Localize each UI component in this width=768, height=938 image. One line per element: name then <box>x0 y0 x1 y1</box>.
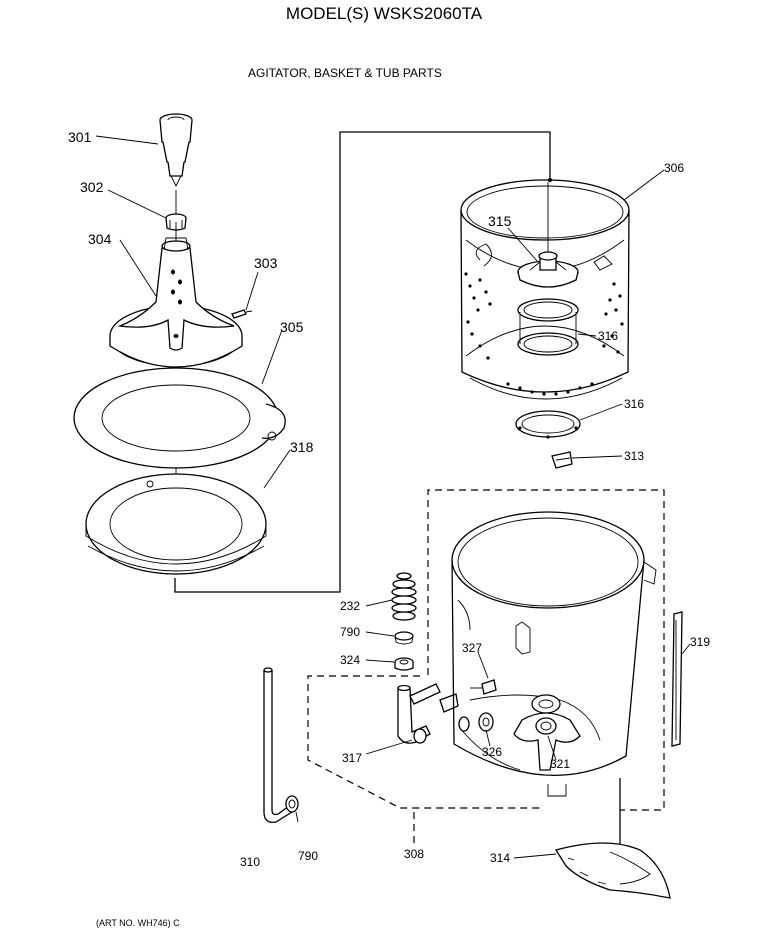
part-318-tub-ring <box>85 473 267 575</box>
part-313-clip <box>551 451 573 469</box>
part-790-washer-upper <box>394 631 414 645</box>
callout-308: 308 <box>404 847 424 861</box>
part-315-basket-hub <box>517 182 579 288</box>
part-314-tub-cover <box>554 842 671 899</box>
part-303-screw <box>231 309 253 319</box>
callout-790-upper: 790 <box>340 625 360 639</box>
model-title: MODEL(S) WSKS2060TA <box>285 4 483 23</box>
part-327-stud <box>470 679 497 695</box>
part-317-hose-elbow <box>397 683 459 744</box>
callout-317: 317 <box>342 751 362 765</box>
callout-326: 326 <box>482 745 502 759</box>
part-302-agitator-dog <box>165 213 187 231</box>
part-310-drain-hose <box>263 667 293 823</box>
callout-304: 304 <box>88 231 112 247</box>
section-title: AGITATOR, BASKET & TUB PARTS <box>248 66 442 80</box>
callout-321: 321 <box>550 757 570 771</box>
part-319-tub-strap <box>671 611 683 747</box>
part-232-bellows-seal <box>391 572 417 621</box>
callout-313: 313 <box>624 449 644 463</box>
part-321-drain-fitting <box>513 694 581 771</box>
callout-314: 314 <box>490 851 510 865</box>
callout-labels: 301 302 304 303 305 318 306 315 316 316 … <box>68 129 710 869</box>
part-305-balance-ring <box>73 367 286 469</box>
art-number: (ART NO. WH746) C <box>96 918 180 928</box>
callout-305: 305 <box>280 319 304 335</box>
callout-232: 232 <box>340 599 360 613</box>
part-308-outer-tub <box>451 511 657 797</box>
part-301-agitator-cap <box>159 113 193 188</box>
part-790-hose-clamp <box>285 795 299 813</box>
callout-leader-lines <box>95 135 691 859</box>
callout-303: 303 <box>254 255 278 271</box>
callout-324: 324 <box>340 653 360 667</box>
callout-316-lower: 316 <box>624 397 644 411</box>
callout-319: 319 <box>690 635 710 649</box>
part-326-grommet <box>458 712 494 732</box>
part-316-upper-seal <box>517 298 579 356</box>
callout-316-upper: 316 <box>598 329 618 343</box>
callout-302: 302 <box>80 179 104 195</box>
callout-301: 301 <box>68 129 92 145</box>
callout-310: 310 <box>240 855 260 869</box>
part-324-bearing <box>394 657 414 671</box>
callout-315: 315 <box>488 213 512 229</box>
callout-318: 318 <box>290 439 314 455</box>
part-306-basket <box>460 178 630 400</box>
basket-perforation-holes <box>464 272 624 396</box>
part-304-agitator <box>109 237 243 368</box>
callout-306: 306 <box>664 161 684 175</box>
callout-327: 327 <box>462 641 482 655</box>
tub-group-dashed-outline <box>307 489 665 845</box>
part-316-lower-seal <box>515 410 581 439</box>
callout-790-lower: 790 <box>298 849 318 863</box>
